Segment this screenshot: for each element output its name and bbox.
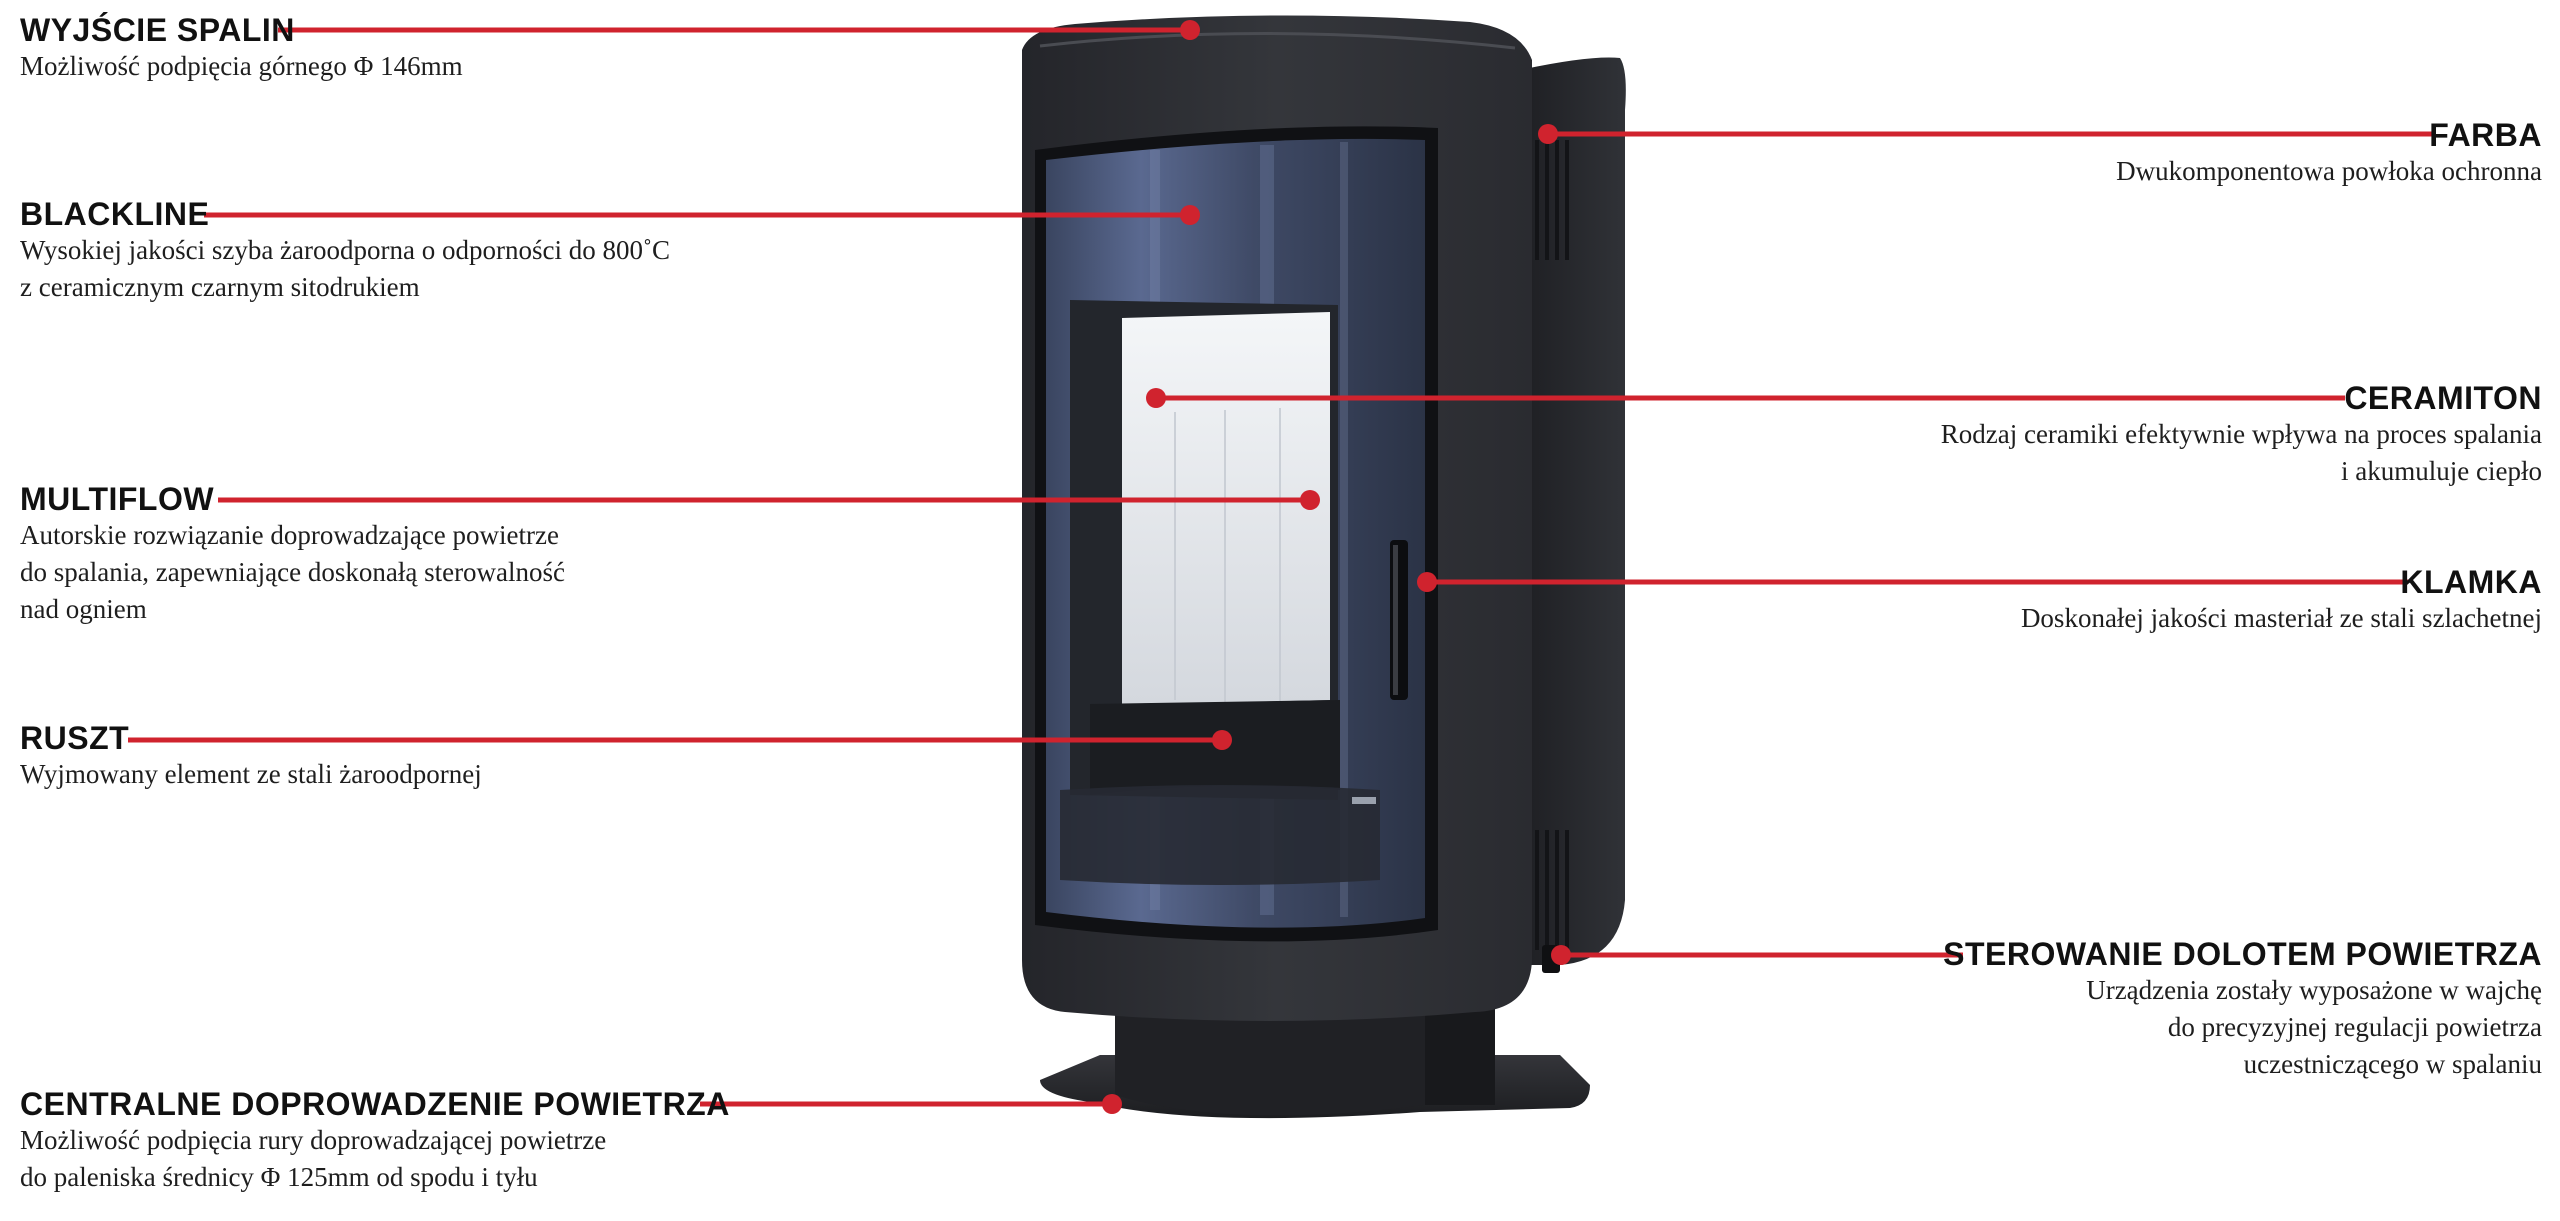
description-line: Wyjmowany element ze stali żaroodpornej [20, 759, 482, 789]
leader-multiflow-dot [1300, 490, 1320, 510]
callout-title: MULTIFLOW [20, 481, 215, 517]
callout-description: Możliwość podpięcia rury doprowadzającej… [20, 1122, 730, 1196]
callout-klamka: KLAMKA Doskonałej jakości masteriał ze s… [2021, 564, 2542, 637]
leader-wyjscie-spalin-dot [1180, 20, 1200, 40]
callout-centralne-doprowadzenie: CENTRALNE DOPROWADZENIE POWIETRZA Możliw… [20, 1086, 730, 1196]
description-line: Autorskie rozwiązanie doprowadzające pow… [20, 520, 559, 550]
callout-title: RUSZT [20, 720, 130, 756]
description-line: Urządzenia zostały wyposażone w wajchę [2086, 975, 2542, 1005]
rear-panel [1520, 57, 1626, 965]
callout-ceramiton: CERAMITON Rodzaj ceramiki efektywnie wpł… [1941, 380, 2542, 490]
description-line: nad ogniem [20, 594, 147, 624]
callout-description: Możliwość podpięcia górnego Φ 146mm [20, 48, 463, 85]
description-line: Wysokiej jakości szyba żaroodporna o odp… [20, 235, 670, 265]
description-line: z ceramicznym czarnym sitodrukiem [20, 272, 420, 302]
callout-description: Wysokiej jakości szyba żaroodporna o odp… [20, 232, 670, 306]
ash-tray [1060, 785, 1380, 885]
pedestal [1115, 1000, 1425, 1116]
callout-wyjscie-spalin: WYJŚCIE SPALIN Możliwość podpięcia górne… [20, 12, 463, 85]
leader-sterowanie-dot [1551, 945, 1571, 965]
callout-title: CENTRALNE DOPROWADZENIE POWIETRZA [20, 1086, 730, 1122]
callout-title: FARBA [2429, 117, 2542, 153]
leader-ruszt-dot [1212, 730, 1232, 750]
description-line: Doskonałej jakości masteriał ze stali sz… [2020, 603, 2542, 633]
callout-description: Rodzaj ceramiki efektywnie wpływa na pro… [1941, 416, 2542, 490]
leader-ceramiton-dot [1146, 388, 1166, 408]
callout-description: Doskonałej jakości masteriał ze stali sz… [2021, 600, 2542, 637]
callout-blackline: BLACKLINE Wysokiej jakości szyba żaroodp… [20, 196, 670, 306]
callout-description: Dwukomponentowa powłoka ochronna [2116, 153, 2542, 190]
leader-farba-dot [1538, 124, 1558, 144]
callout-ruszt: RUSZT Wyjmowany element ze stali żaroodp… [20, 720, 482, 793]
leader-blackline-dot [1180, 205, 1200, 225]
description-line: Możliwość podpięcia rury doprowadzającej… [20, 1125, 607, 1155]
description-line: i akumuluje ciepło [2341, 456, 2542, 486]
callout-description: Autorskie rozwiązanie doprowadzające pow… [20, 517, 565, 628]
callout-title: CERAMITON [2344, 380, 2542, 416]
brand-badge [1352, 797, 1376, 804]
callout-multiflow: MULTIFLOW Autorskie rozwiązanie doprowad… [20, 481, 565, 628]
description-line: do paleniska średnicy Φ 125mm od spodu i… [20, 1162, 538, 1192]
callout-sterowanie: STEROWANIE DOLOTEM POWIETRZA Urządzenia … [1943, 936, 2542, 1083]
callout-title: KLAMKA [2400, 564, 2542, 600]
leader-klamka-dot [1417, 572, 1437, 592]
description-line: Możliwość podpięcia górnego Φ 146mm [20, 51, 463, 81]
description-line: do precyzyjnej regulacji powietrza [2167, 1012, 2542, 1042]
leader-centralne-dot [1102, 1094, 1122, 1114]
description-line: Rodzaj ceramiki efektywnie wpływa na pro… [1940, 419, 2542, 449]
callout-description: Urządzenia zostały wyposażone w wajchę d… [1943, 972, 2542, 1083]
pedestal-back [1425, 1000, 1495, 1105]
callout-description: Wyjmowany element ze stali żaroodpornej [20, 756, 482, 793]
callout-title: WYJŚCIE SPALIN [20, 12, 295, 48]
side-vents [1535, 140, 1569, 950]
callout-title: STEROWANIE DOLOTEM POWIETRZA [1943, 936, 2542, 972]
callout-title: BLACKLINE [20, 196, 210, 232]
grate [1090, 700, 1340, 795]
description-line: uczestniczącego w spalaniu [2243, 1049, 2542, 1079]
description-line: do spalania, zapewniające doskonałą ster… [20, 557, 566, 587]
callout-farba: FARBA Dwukomponentowa powłoka ochronna [2116, 117, 2542, 190]
description-line: Dwukomponentowa powłoka ochronna [2116, 156, 2542, 186]
